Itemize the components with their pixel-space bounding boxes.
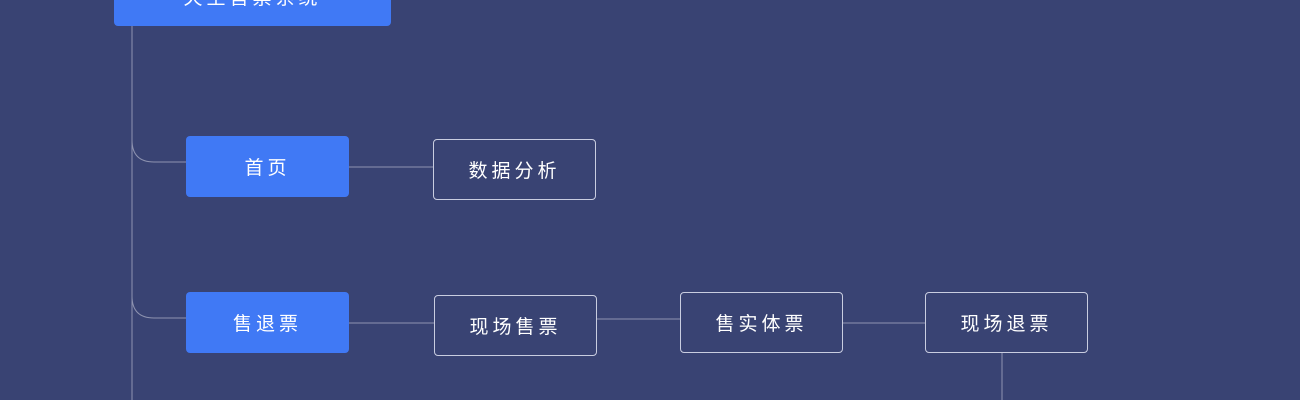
leaf-node-onsite-refund[interactable]: 现场退票 <box>925 292 1088 353</box>
leaf-node-onsite-sale[interactable]: 现场售票 <box>434 295 597 356</box>
branch-node-ticketing[interactable]: 售退票 <box>186 292 349 353</box>
root-node[interactable]: 天王售票系统 <box>114 0 391 26</box>
leaf-node-physical-ticket[interactable]: 售实体票 <box>680 292 843 353</box>
branch-curve-home <box>131 139 186 163</box>
leaf-node-data-analysis[interactable]: 数据分析 <box>433 139 596 200</box>
branch-curve-ticketing <box>131 295 186 319</box>
branch-node-home[interactable]: 首页 <box>186 136 349 197</box>
